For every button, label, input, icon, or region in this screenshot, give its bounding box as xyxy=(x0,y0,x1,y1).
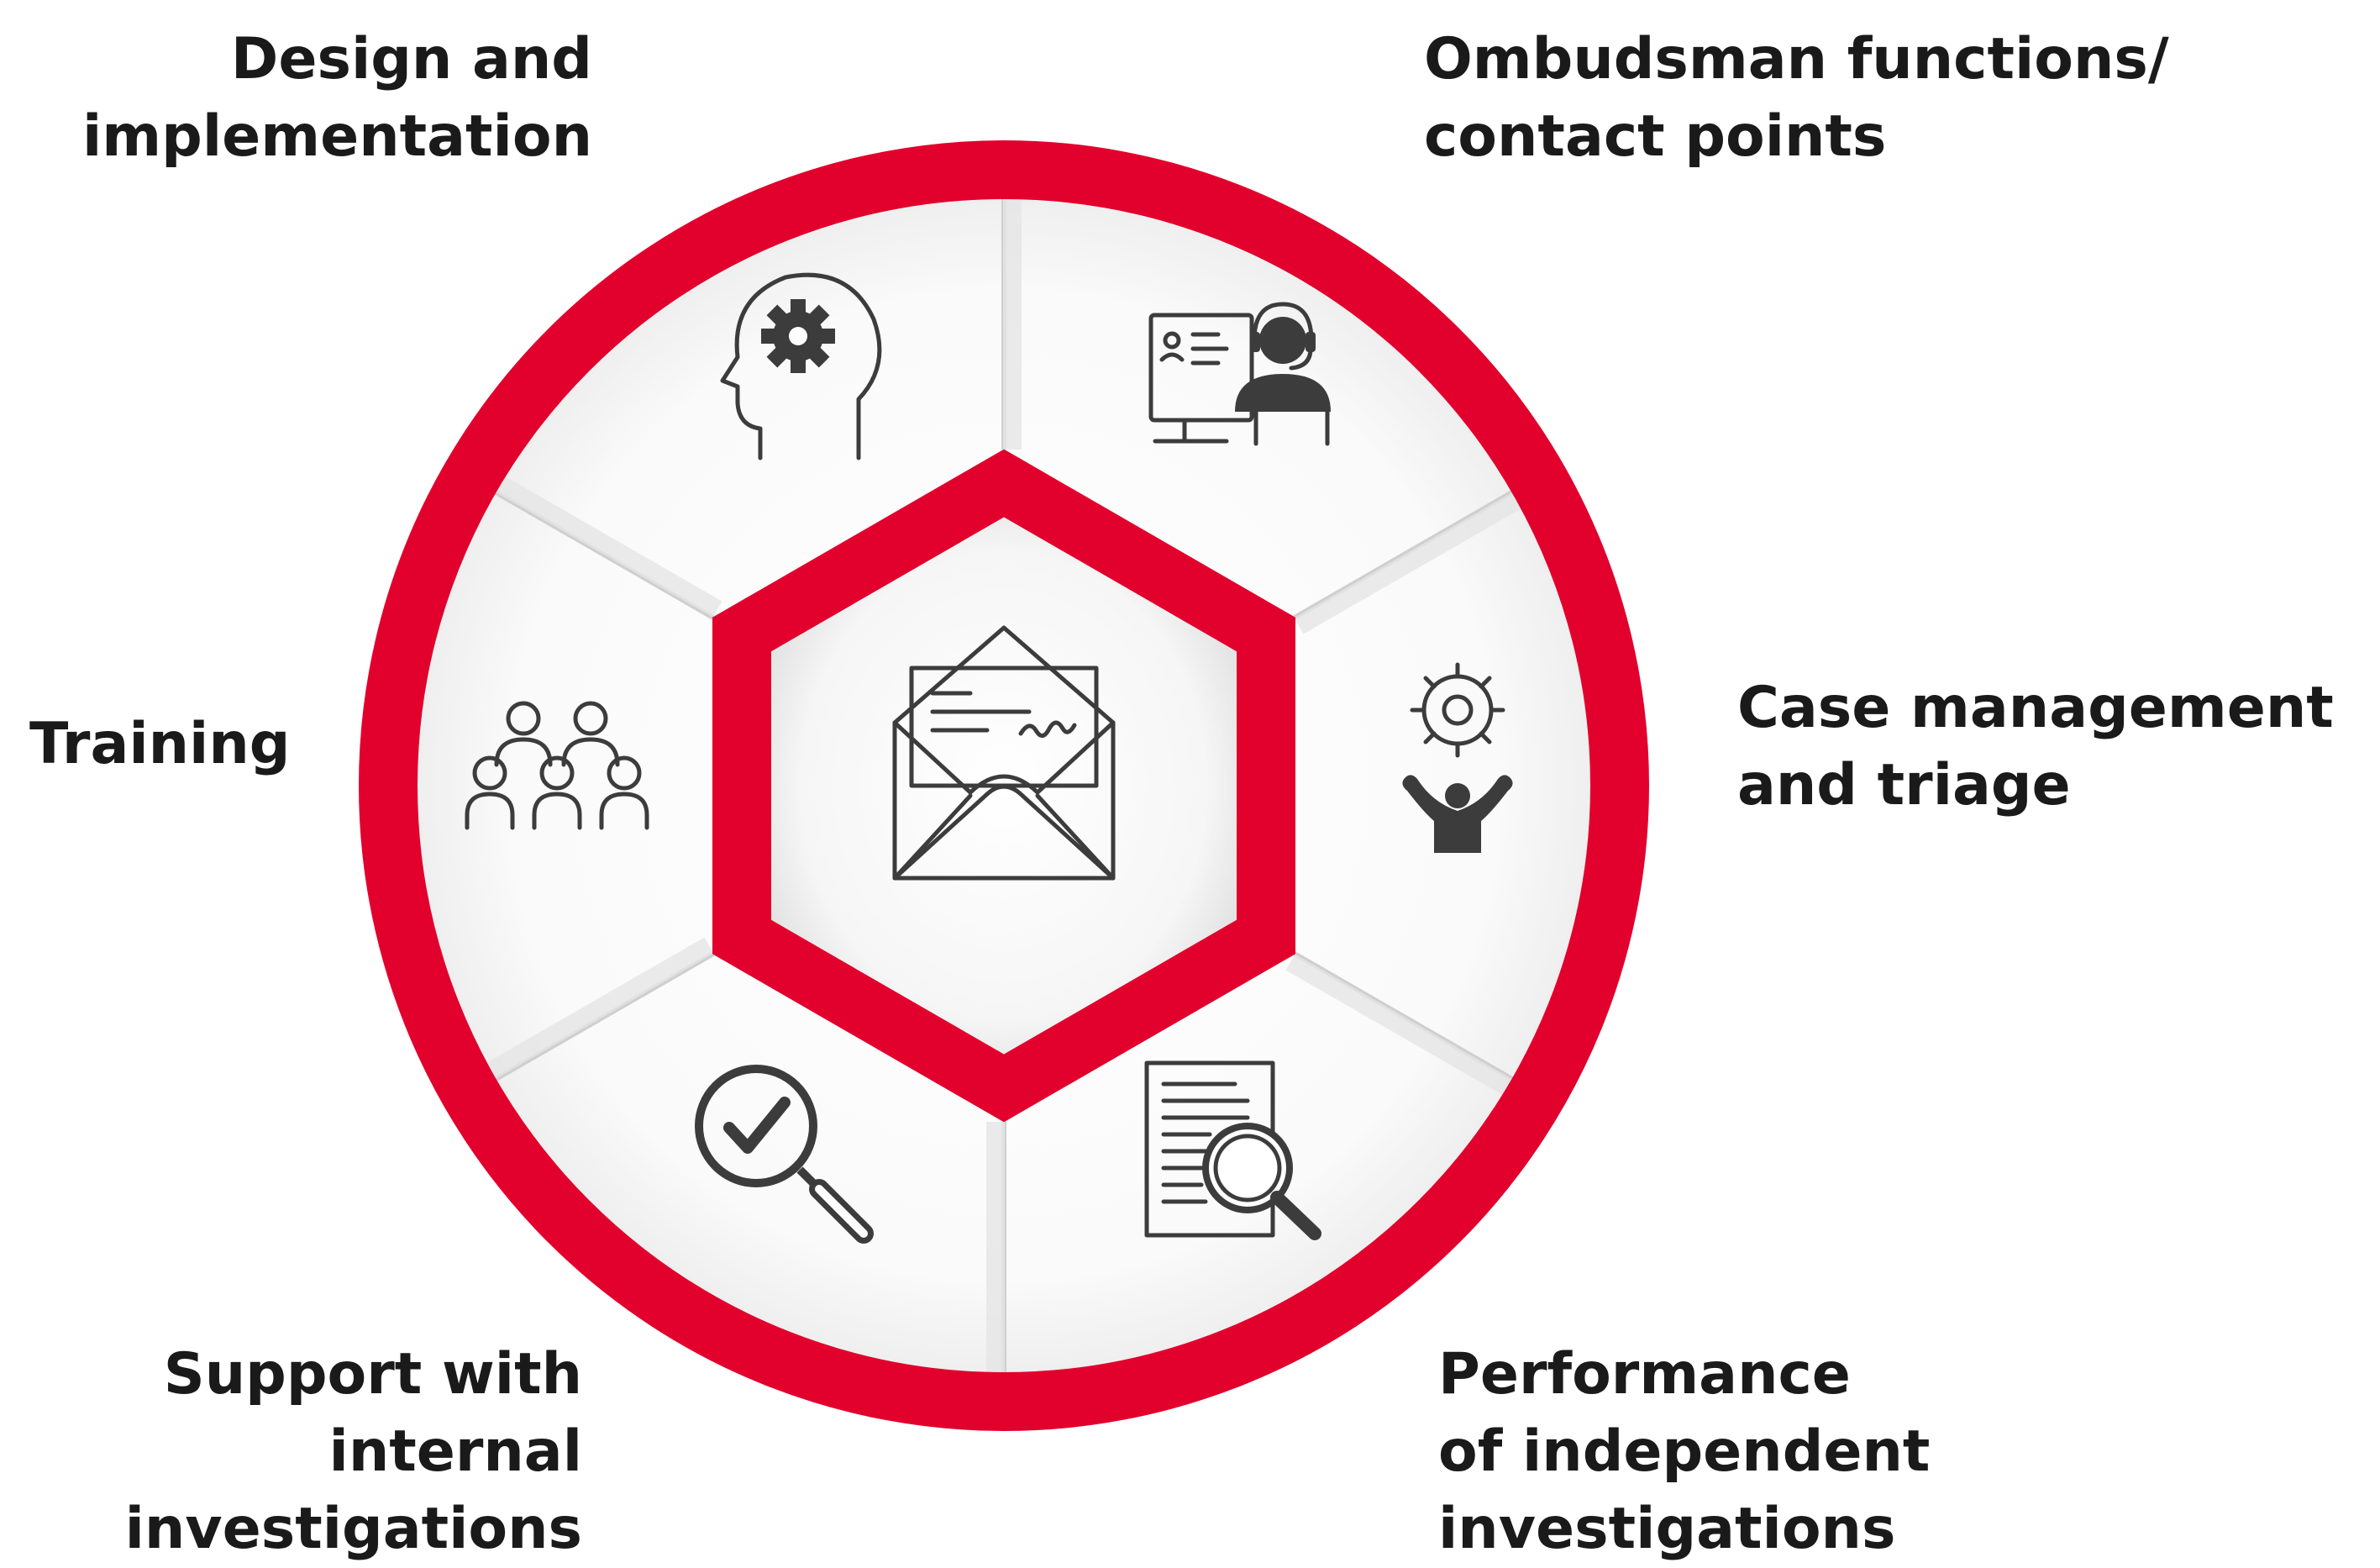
label-design-and-implementation: Design and implementation xyxy=(82,26,592,170)
label-case-management: Case management and triage xyxy=(1737,675,2334,818)
magnifier-check-icon xyxy=(695,1065,874,1244)
label-support-with-internal-investigations: Support with internal investigations xyxy=(124,1341,582,1562)
label-ombudsman-functions: Ombudsman functions/ contact points xyxy=(1424,26,2169,170)
head-gear-icon xyxy=(720,272,882,460)
gear-person-icon xyxy=(1402,662,1513,853)
label-performance-of-independent-investigations: Performance of independent investigation… xyxy=(1438,1341,1931,1562)
outer-ring xyxy=(359,140,1649,1431)
open-envelope-letter-icon xyxy=(892,625,1116,881)
group-people-icon xyxy=(465,701,649,830)
document-magnifier-icon xyxy=(1144,1060,1321,1240)
helpdesk-monitor-icon xyxy=(1148,302,1331,446)
label-training: Training xyxy=(29,711,291,777)
